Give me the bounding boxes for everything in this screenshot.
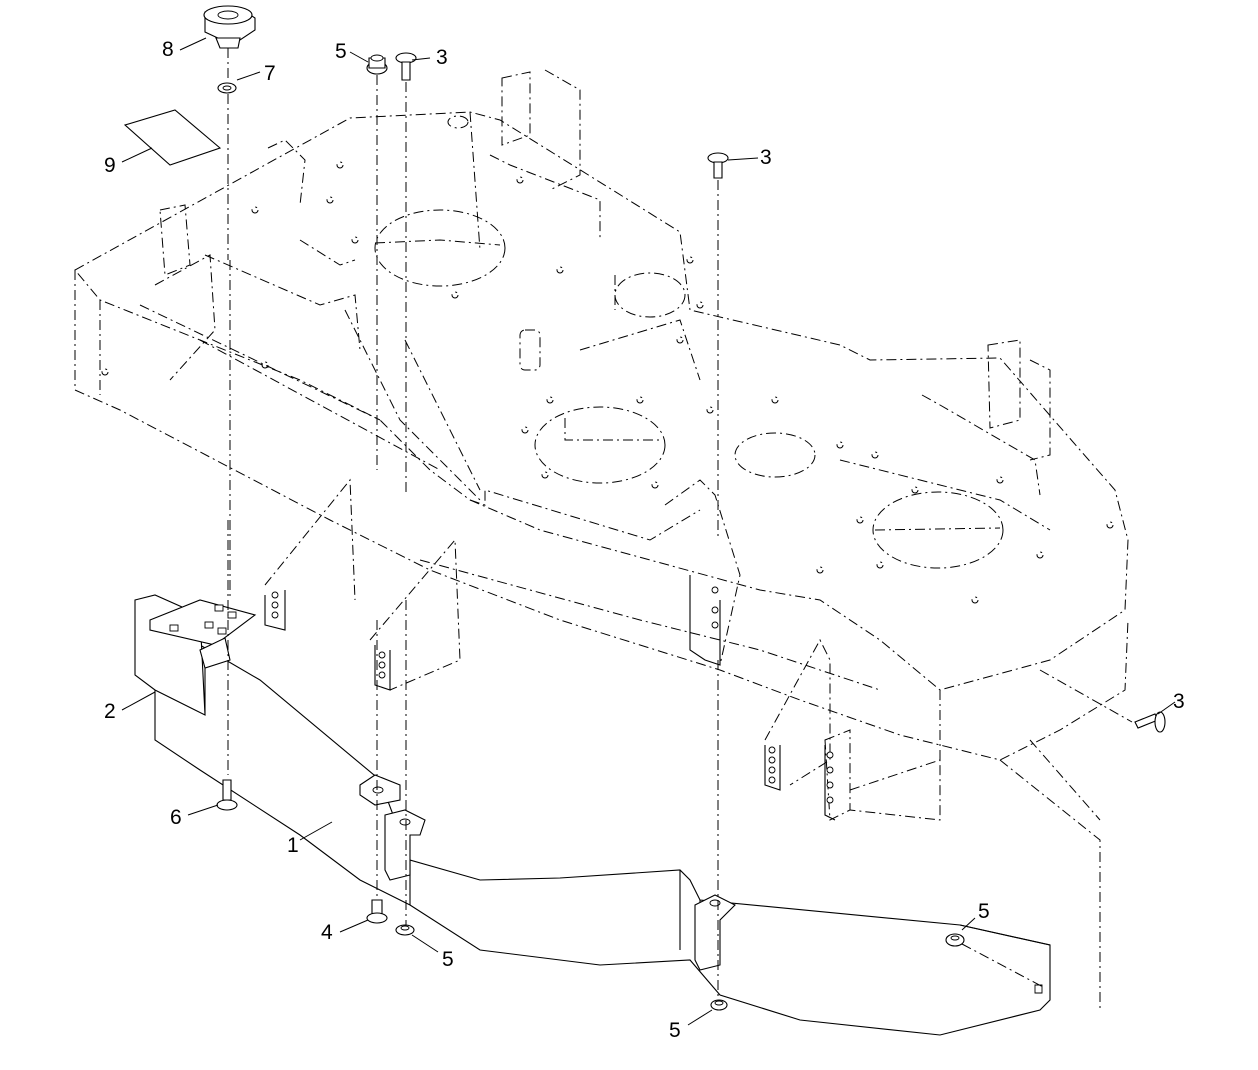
carriage-bolt-top bbox=[395, 52, 417, 81]
mower-deck-phantom bbox=[74, 69, 1129, 1010]
callout-3-mid: 3 bbox=[760, 146, 772, 169]
callout-5-bottom-right: 5 bbox=[669, 1019, 681, 1042]
callout-3-top: 3 bbox=[436, 46, 448, 69]
knob bbox=[203, 5, 256, 49]
flange-nut-top bbox=[366, 54, 388, 75]
deck-front-bracket-right bbox=[689, 575, 836, 821]
callout-5-top: 5 bbox=[335, 40, 347, 63]
callout-2: 2 bbox=[104, 700, 116, 723]
callout-1: 1 bbox=[287, 834, 299, 857]
callout-4: 4 bbox=[321, 921, 333, 944]
flange-nut-right bbox=[945, 933, 965, 947]
decal bbox=[123, 109, 222, 166]
callout-labels: 8 7 9 5 3 3 3 2 6 1 4 5 5 5 bbox=[104, 38, 1185, 1042]
callout-5-right: 5 bbox=[978, 900, 990, 923]
baffle-mid-bracket-left bbox=[359, 774, 426, 881]
flange-nut-bottom-left bbox=[395, 924, 415, 936]
carriage-bolt-side bbox=[1134, 711, 1166, 733]
flange-bolt bbox=[366, 899, 388, 924]
end-bracket bbox=[134, 594, 257, 716]
deck-front-bracket-left bbox=[264, 590, 391, 691]
callout-6: 6 bbox=[170, 806, 182, 829]
baffle-mid-bracket-right bbox=[694, 894, 736, 971]
flange-nut-bottom-right bbox=[710, 999, 728, 1011]
carriage-bolt-mid bbox=[707, 152, 729, 179]
leader-lines bbox=[121, 37, 1176, 1026]
assembly-center-lines bbox=[227, 48, 1133, 1000]
washer bbox=[217, 82, 237, 94]
callout-3-side: 3 bbox=[1173, 690, 1185, 713]
callout-9: 9 bbox=[104, 154, 116, 177]
callout-7: 7 bbox=[264, 62, 276, 85]
deck-holes bbox=[101, 161, 1114, 604]
bracket-slots bbox=[169, 604, 237, 635]
callout-8: 8 bbox=[162, 38, 174, 61]
callout-5-bottom-left: 5 bbox=[442, 948, 454, 971]
